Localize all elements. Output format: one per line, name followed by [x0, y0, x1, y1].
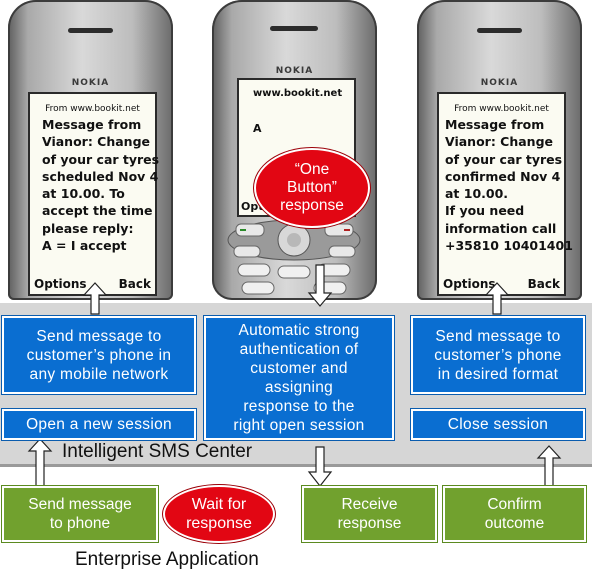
- right-phone-brand: NOKIA: [480, 78, 519, 88]
- send-message-to-phone-box: Send message to phone: [1, 485, 159, 543]
- arrow-down-center: [307, 264, 333, 307]
- sms-center-label: Intelligent SMS Center: [62, 441, 253, 462]
- right-phone-earpiece: [477, 28, 522, 33]
- left-phone-back[interactable]: Back: [118, 277, 151, 291]
- center-phone-earpiece: [270, 26, 318, 31]
- arrow-up-left-phone: [82, 282, 108, 315]
- send-message-any-network-box: Send message to customer’s phone in any …: [1, 315, 197, 395]
- left-phone-message: Message from Vianor: Change of your car …: [42, 117, 160, 254]
- receive-response-box: Receive response: [301, 485, 438, 543]
- left-phone-from: From www.bookit.net: [45, 104, 140, 114]
- arrow-up-close-session: [536, 445, 562, 489]
- left-phone-options[interactable]: Options: [34, 277, 87, 291]
- close-session-box: Close session: [410, 408, 586, 441]
- right-phone-options[interactable]: Options: [443, 277, 496, 291]
- right-phone-back[interactable]: Back: [527, 277, 560, 291]
- left-phone-softkeys: Options Back: [30, 274, 155, 294]
- wait-for-response-oval: Wait for response: [163, 485, 275, 543]
- arrow-down-receive: [307, 446, 333, 487]
- keypad-graphic: [227, 219, 361, 295]
- band-separator: [0, 464, 592, 467]
- left-phone-brand: NOKIA: [71, 78, 110, 88]
- one-button-response-oval: “One Button” response: [254, 148, 370, 228]
- right-phone-screen: From www.bookit.net Message from Vianor:…: [437, 92, 573, 296]
- arrow-up-open-session: [27, 438, 53, 489]
- open-session-box: Open a new session: [1, 408, 197, 441]
- center-phone-keypad: [224, 218, 365, 298]
- right-phone-softkeys: Options Back: [439, 274, 564, 294]
- right-phone-from: From www.bookit.net: [454, 104, 549, 114]
- authentication-box: Automatic strong authentication of custo…: [203, 315, 395, 441]
- enterprise-application-label: Enterprise Application: [75, 549, 259, 570]
- center-phone-brand: NOKIA: [275, 66, 314, 76]
- right-phone-message: Message from Vianor: Change of your car …: [445, 117, 573, 254]
- send-message-format-box: Send message to customer’s phone in desi…: [410, 315, 586, 395]
- center-phone-reply: A: [253, 122, 262, 135]
- left-phone-earpiece: [68, 28, 113, 33]
- center-phone-site: www.bookit.net: [253, 88, 343, 99]
- confirm-outcome-box: Confirm outcome: [442, 485, 587, 543]
- arrow-up-right-phone: [484, 282, 510, 315]
- right-phone: NOKIA From www.bookit.net Message from V…: [417, 0, 582, 300]
